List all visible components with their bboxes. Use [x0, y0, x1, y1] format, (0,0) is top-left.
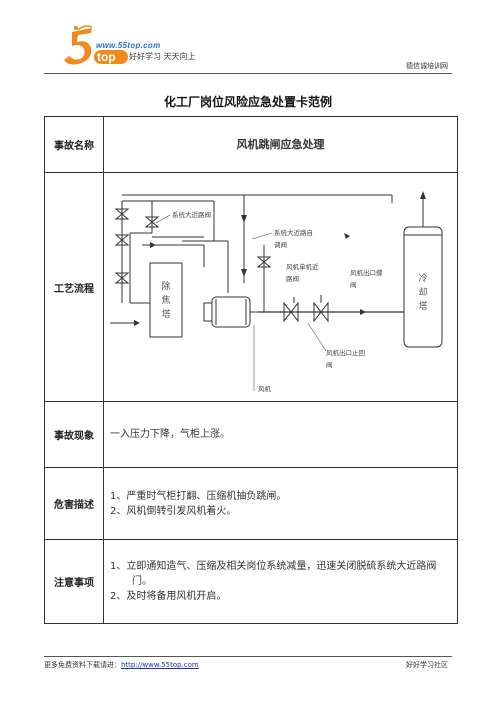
label-accident-name: 事故名称: [44, 116, 104, 173]
check-valve: [283, 301, 299, 323]
label-check-valve-1: 风机出口止回: [326, 348, 365, 357]
footer-community: 好好学习社区: [406, 661, 448, 669]
label-bypass-control-valve-1: 系统大近路自: [274, 228, 313, 237]
header-divider: [44, 73, 452, 74]
valve-left-3: [114, 272, 130, 284]
process-flow-diagram: 系统大近路阀 除 焦 塔: [110, 191, 443, 393]
label-notes: 注意事项: [44, 539, 104, 624]
valve-left-1: [114, 208, 130, 220]
label-bypass-valve: 系统大近路阀: [172, 210, 211, 219]
hazards-list: 1、严重时气柜打翻、压缩机抽负跳闸。 2、风机倒转引发风机着火。: [103, 467, 458, 540]
logo-url[interactable]: www.55top.com: [96, 41, 161, 50]
footer-download-note: 更多免费资料下载请进：http://www.55top.com: [44, 660, 199, 670]
label-phenomenon: 事故现象: [44, 401, 104, 468]
page-title: 化工厂岗位风险应急处置卡范例: [163, 95, 332, 109]
decoking-tower-char-3: 塔: [161, 308, 170, 320]
outlet-butterfly-valve: [313, 301, 329, 323]
svg-text:top: top: [97, 50, 116, 64]
bypass-valve: [144, 216, 160, 228]
label-inlet-valve-2: 路阀: [286, 274, 299, 283]
footer-prefix: 更多免费资料下载请进：: [44, 661, 121, 669]
row-process-flow: 工艺流程 系统大近路阀: [44, 172, 458, 402]
row-phenomenon: 事故现象 一入压力下降，气柜上涨。: [44, 401, 458, 468]
cooling-tower-char-2: 却: [418, 287, 427, 298]
label-outlet-butterfly-valve-2: 阀: [350, 280, 357, 289]
site-logo: top: [64, 25, 128, 65]
hazard-item: 2、风机倒转引发风机着火。: [110, 505, 237, 517]
decoking-tower-char-1: 除: [161, 280, 170, 292]
emergency-card-table: 事故名称 风机跳闸应急处理 工艺流程 系统大: [44, 116, 458, 624]
decoking-tower: [149, 262, 183, 338]
row-notes: 注意事项 1、立即通知造气、压缩及相关岗位系统减量，迅速关闭脱硫系统大近路阀门。…: [44, 539, 458, 624]
process-diagram-cell: 系统大近路阀 除 焦 塔: [103, 172, 458, 402]
footer-link[interactable]: http://www.55top.com: [121, 661, 199, 669]
accident-name-value: 风机跳闸应急处理: [103, 116, 458, 173]
row-hazards: 危害描述 1、严重时气柜打翻、压缩机抽负跳闸。 2、风机倒转引发风机着火。: [44, 467, 458, 540]
cooling-tower-char-3: 塔: [418, 300, 427, 312]
note-item: 2、及时将备用风机开启。: [110, 591, 227, 602]
label-inlet-valve-1: 风机单机近: [286, 262, 319, 271]
label-check-valve-2: 阀: [326, 360, 333, 369]
label-bypass-control-valve-2: 调阀: [274, 240, 287, 249]
label-outlet-butterfly-valve-1: 风机出口蝶: [350, 268, 383, 277]
label-fan: 风机: [258, 384, 272, 393]
logo-slogan: 好好学习 天天向上: [129, 52, 196, 61]
notes-list: 1、立即通知造气、压缩及相关岗位系统减量，迅速关闭脱硫系统大近路阀门。 2、及时…: [103, 539, 458, 624]
label-hazards: 危害描述: [44, 467, 104, 540]
decoking-tower-char-2: 焦: [161, 294, 170, 306]
phenomenon-text: 一入压力下降，气柜上涨。: [103, 401, 458, 468]
label-process: 工艺流程: [44, 172, 104, 402]
note-item: 1、立即通知造气、压缩及相关岗位系统减量，迅速关闭脱硫系统大近路阀门。: [110, 561, 437, 587]
footer-divider: [44, 656, 452, 657]
fan-bypass-valve: [256, 256, 272, 268]
header-site-name: 德信诚培训网: [406, 62, 448, 70]
hazard-item: 1、严重时气柜打翻、压缩机抽负跳闸。: [110, 490, 287, 502]
valve-left-2: [114, 234, 130, 246]
fan-body: [211, 296, 251, 328]
row-accident-name: 事故名称 风机跳闸应急处理: [44, 116, 458, 173]
cooling-tower: [403, 226, 443, 348]
cooling-tower-char-1: 冷: [418, 272, 427, 284]
